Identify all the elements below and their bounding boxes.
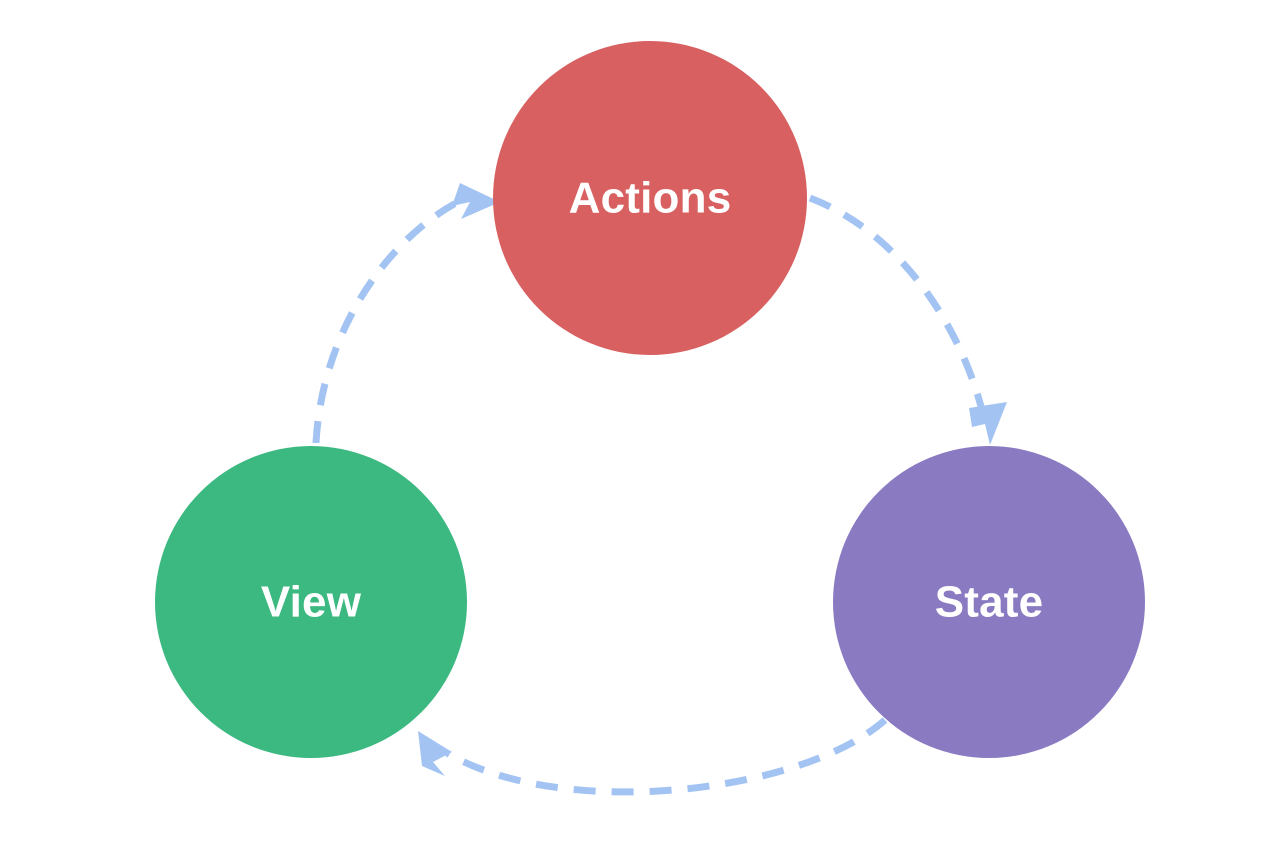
node-state-label: State xyxy=(935,578,1044,627)
edge-actions-to-state-path xyxy=(808,194,989,424)
node-state[interactable]: State xyxy=(833,446,1145,758)
node-state-circle[interactable] xyxy=(833,446,1145,758)
flow-arrows-layer xyxy=(312,183,1007,796)
node-view-label: View xyxy=(261,578,362,627)
node-actions-circle[interactable] xyxy=(493,41,807,355)
node-actions-label: Actions xyxy=(569,174,732,223)
edge-view-to-actions-path xyxy=(312,192,472,444)
edge-view-to-actions-arrowhead xyxy=(452,183,500,219)
edge-view-to-actions[interactable] xyxy=(312,183,500,444)
edge-state-to-view-path xyxy=(445,717,888,796)
edge-actions-to-state-arrowhead xyxy=(969,402,1007,445)
edge-state-to-view-arrowhead xyxy=(418,731,452,776)
node-actions[interactable]: Actions xyxy=(493,41,807,355)
nodes-layer: Actions View State xyxy=(155,41,1145,758)
edge-actions-to-state[interactable] xyxy=(808,194,1007,445)
node-view-circle[interactable] xyxy=(155,446,467,758)
node-view[interactable]: View xyxy=(155,446,467,758)
edge-state-to-view[interactable] xyxy=(418,717,888,796)
